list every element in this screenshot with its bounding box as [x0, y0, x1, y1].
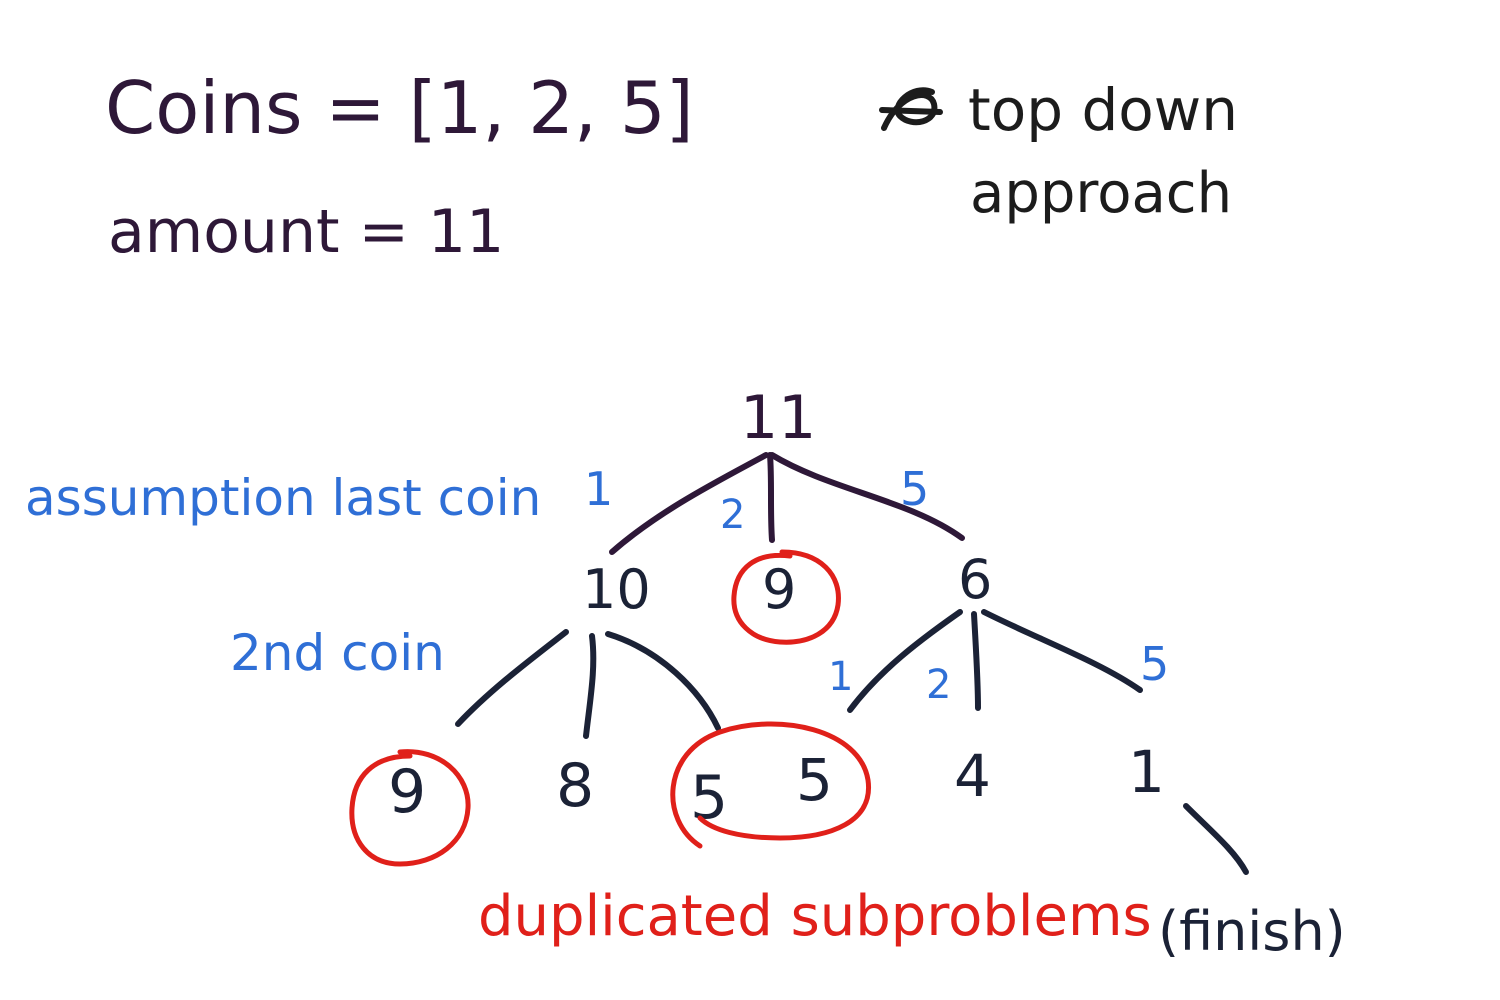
- amount-line: amount = 11: [108, 197, 504, 267]
- label-finish: (finish): [1158, 900, 1346, 963]
- note-approach: approach: [970, 161, 1232, 226]
- edge-label-6-5: 5: [1140, 637, 1169, 691]
- edge-1-to-finish: [1183, 803, 1249, 875]
- tree-root-node: 11: [740, 383, 816, 453]
- duplicate-circle-9-leaf: [349, 749, 471, 867]
- tree-node-9-leaf: 9: [388, 757, 426, 827]
- tree-node-9: 9: [762, 558, 796, 621]
- edge-label-2: 2: [720, 492, 745, 538]
- edge-label-6-2: 2: [926, 662, 951, 708]
- edge-6-to-5: [847, 609, 963, 713]
- edge-label-6-1: 1: [828, 654, 853, 700]
- duplicate-circle-5-5: [670, 721, 871, 849]
- tree-node-4: 4: [954, 742, 991, 810]
- edge-root-to-10: [609, 452, 769, 555]
- tree-node-10: 10: [582, 558, 651, 621]
- edge-6-to-4: [971, 611, 981, 711]
- edge-root-to-9: [767, 452, 775, 543]
- label-duplicated-subproblems: duplicated subproblems: [478, 884, 1152, 949]
- edge-10-to-5: [605, 631, 721, 731]
- note-top-down: top down: [968, 76, 1238, 144]
- tree-node-5-left: 5: [690, 763, 728, 833]
- asterisk-icon: [879, 87, 943, 131]
- tree-node-5-right: 5: [796, 746, 833, 814]
- edge-label-5: 5: [900, 462, 929, 516]
- label-2nd-coin: 2nd coin: [230, 624, 445, 682]
- tree-node-8: 8: [556, 751, 594, 821]
- edge-10-to-9: [455, 629, 569, 727]
- coins-line: Coins = [1, 2, 5]: [105, 66, 694, 150]
- duplicate-circle-9-top: [731, 549, 841, 645]
- tree-node-6: 6: [958, 548, 992, 611]
- edge-6-to-1: [981, 609, 1143, 693]
- edge-10-to-8: [583, 633, 597, 739]
- label-assumption-last-coin: assumption last coin: [25, 469, 541, 527]
- tree-node-1: 1: [1128, 738, 1165, 806]
- edge-root-to-6: [769, 452, 965, 541]
- edge-label-1: 1: [584, 462, 613, 516]
